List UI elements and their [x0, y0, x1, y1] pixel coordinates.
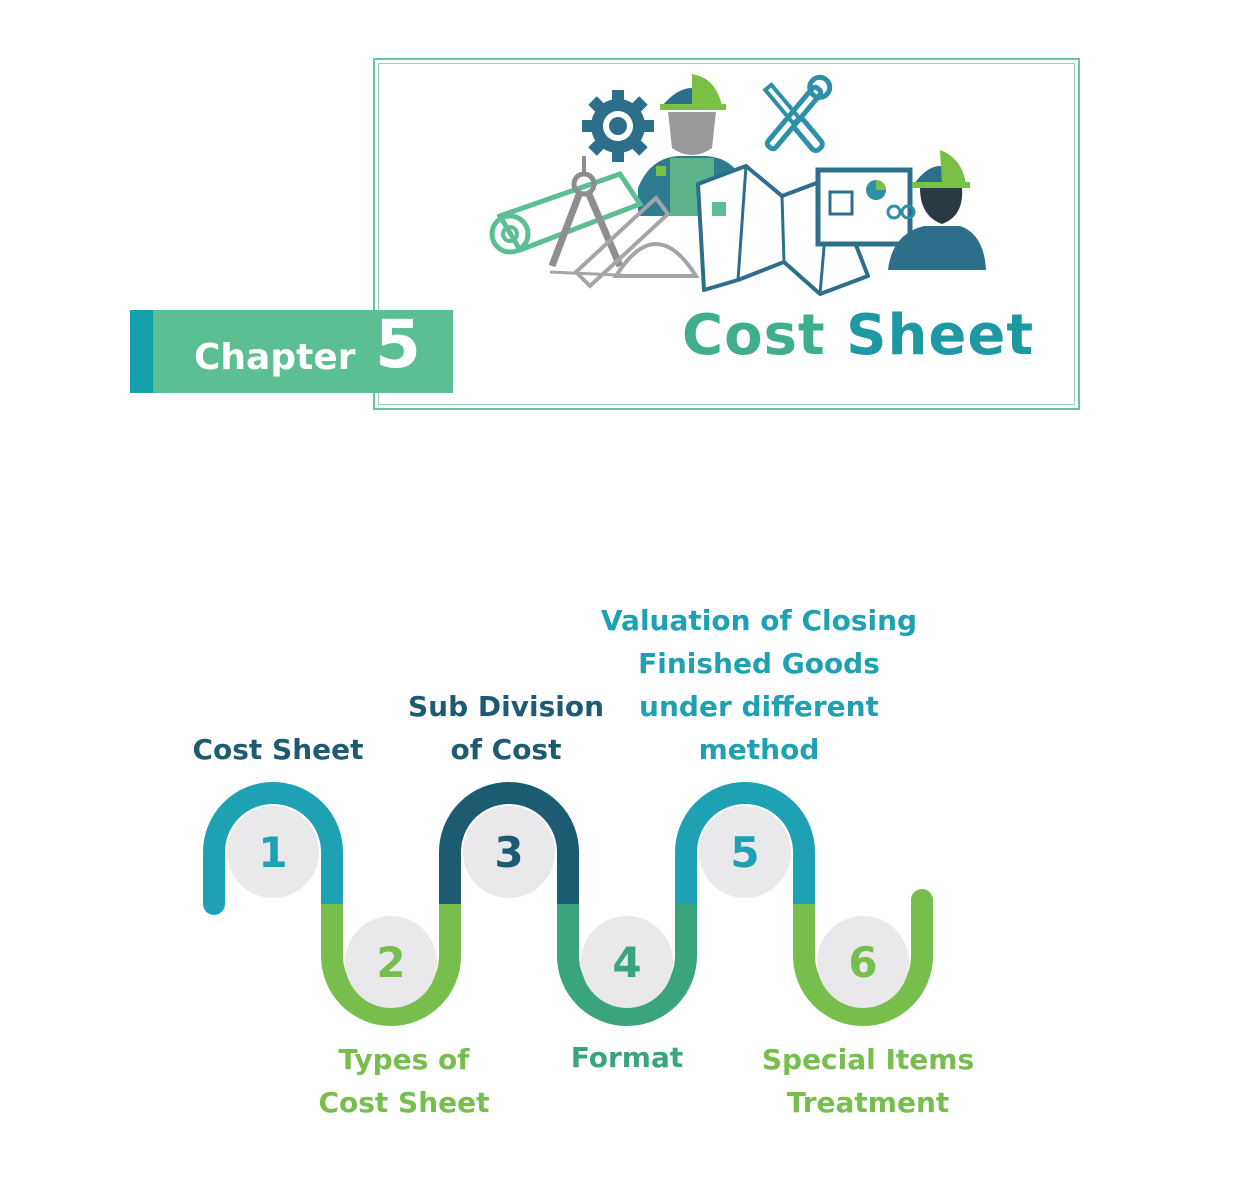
chapter-banner — [130, 310, 453, 393]
engineering-illustration — [489, 74, 986, 296]
step-label-1: Cost Sheet — [178, 728, 378, 771]
step-node-2 — [345, 916, 437, 1008]
step-node-5 — [699, 806, 791, 898]
step-label-6-line-2: Treatment — [786, 1086, 950, 1119]
step-label-5-line-1: Valuation of Closing — [600, 604, 918, 637]
step-label-2-line-1: Types of — [338, 1043, 470, 1076]
step-label-2-line-2: Cost Sheet — [318, 1086, 490, 1119]
monitor-icon — [815, 167, 916, 247]
step-label-3: Sub Division of Cost — [396, 685, 616, 771]
step-label-6: Special Items Treatment — [748, 1038, 988, 1124]
step-label-2: Types of Cost Sheet — [294, 1038, 514, 1124]
step-number-4: 4 — [612, 938, 641, 987]
step-node-4 — [581, 916, 673, 1008]
step-number-1: 1 — [258, 828, 287, 877]
step-label-4-line-1: Format — [570, 1041, 684, 1074]
title-word-cost: Cost — [682, 303, 826, 368]
step-label-5-line-4: method — [698, 733, 820, 766]
step-node-3 — [463, 806, 555, 898]
wave-segment-4 — [557, 904, 697, 1026]
step-number-5: 5 — [730, 828, 759, 877]
title-frame — [373, 58, 1080, 410]
chapter-number: 5 — [375, 306, 421, 383]
tools-icon — [762, 74, 833, 153]
drafting-compass-icon — [548, 156, 624, 268]
step-label-3-line-1: Sub Division — [407, 690, 604, 723]
step-number-6: 6 — [848, 938, 877, 987]
engineer-icon — [888, 150, 986, 270]
step-label-4: Format — [537, 1036, 717, 1079]
wave-segment-5 — [675, 782, 815, 904]
wave-segment-3 — [439, 782, 579, 904]
wave-segment-1 — [203, 782, 343, 904]
wave-segment-6 — [793, 904, 933, 1026]
step-label-5: Valuation of Closing Finished Goods unde… — [586, 599, 932, 771]
banner-stripe — [130, 310, 153, 393]
chapter-label: Chapter — [194, 337, 356, 378]
step-label-5-line-3: under different — [639, 690, 879, 723]
wave-segment-2 — [321, 904, 461, 1026]
step-label-5-line-2: Finished Goods — [638, 647, 880, 680]
step-number-3: 3 — [494, 828, 523, 877]
step-label-6-line-1: Special Items — [761, 1043, 975, 1076]
step-node-6 — [817, 916, 909, 1008]
chapter-title: Cost Sheet — [682, 308, 1034, 364]
step-label-3-line-2: of Cost — [450, 733, 562, 766]
step-node-1 — [227, 806, 319, 898]
blueprint-roll-icon — [489, 170, 644, 255]
step-number-2: 2 — [376, 938, 405, 987]
step-label-1-line-1: Cost Sheet — [192, 733, 364, 766]
title-word-sheet: Sheet — [846, 303, 1035, 368]
protractor-icon — [549, 195, 700, 289]
